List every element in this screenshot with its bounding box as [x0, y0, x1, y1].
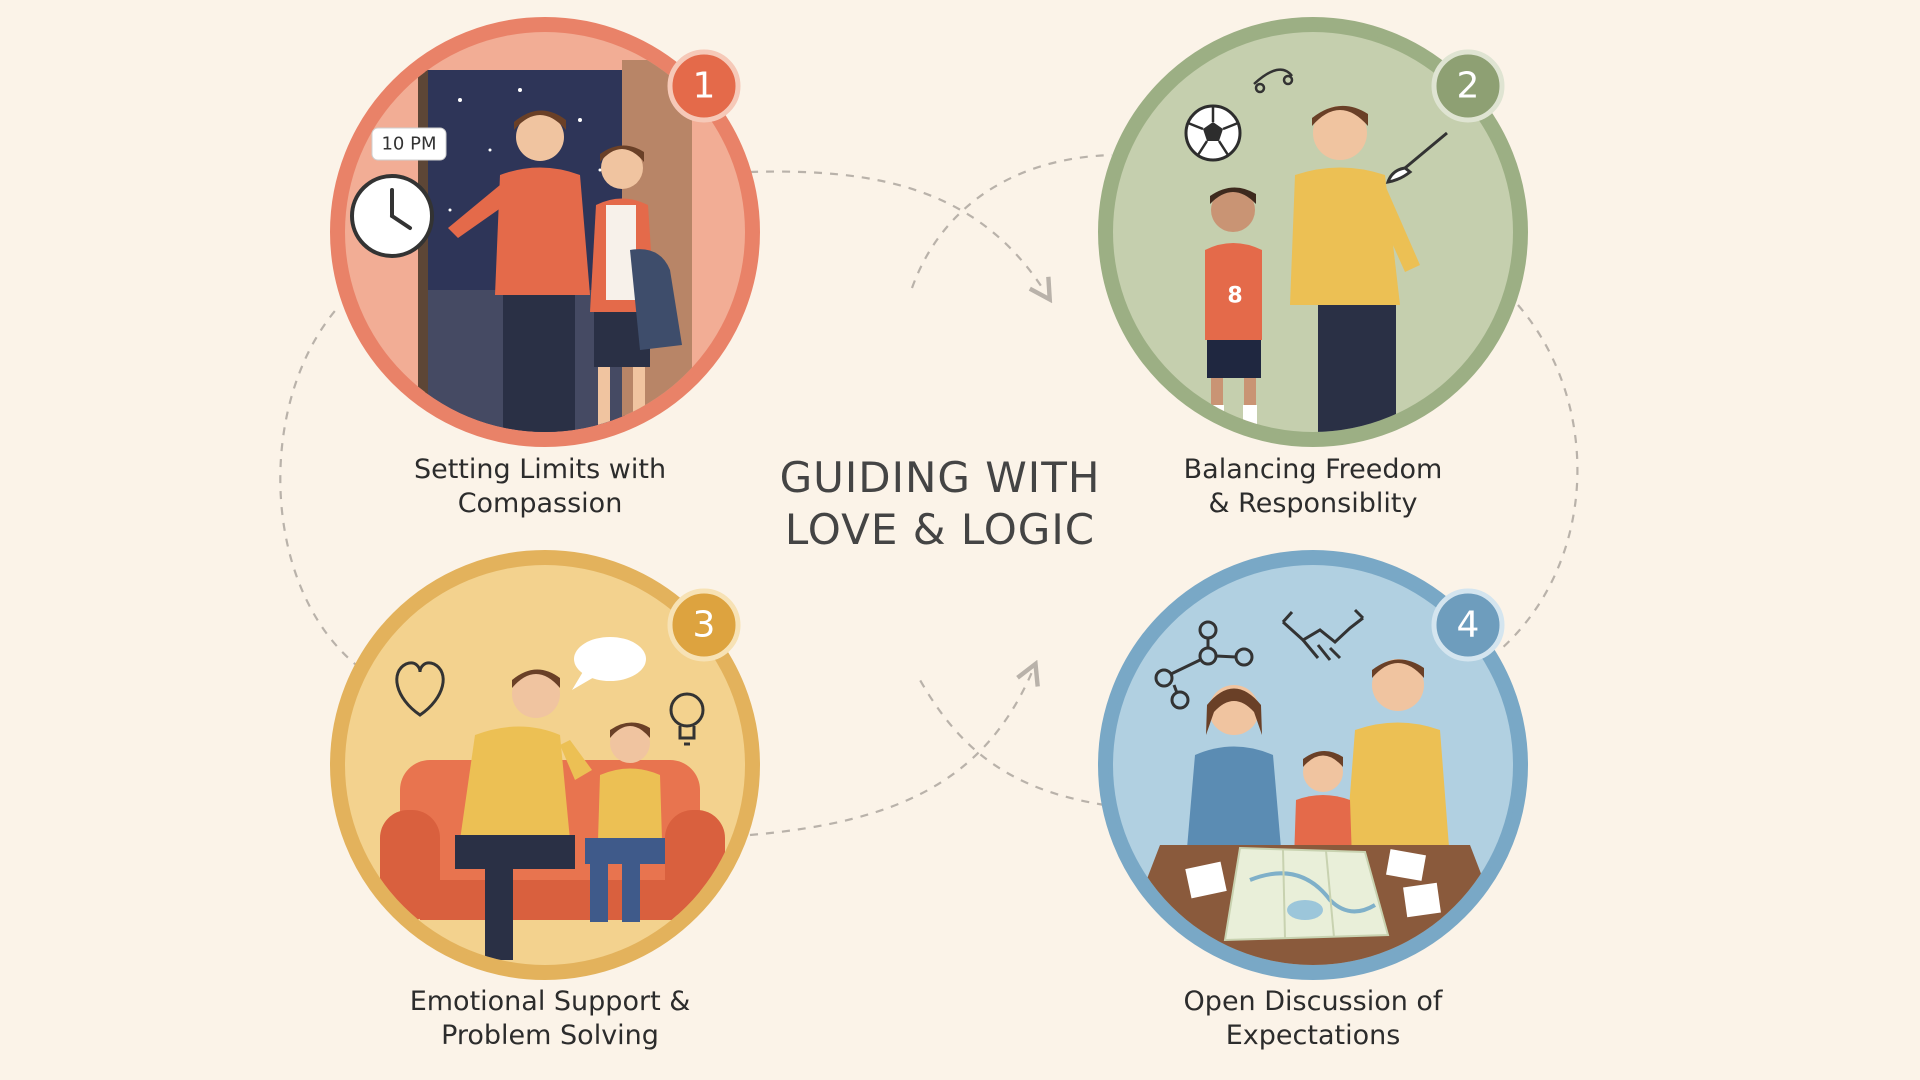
step-1-illustration: 10 PM 1 — [330, 17, 760, 447]
title-line-2: LOVE & LOGIC — [784, 505, 1096, 554]
map-icon — [1223, 846, 1390, 942]
step-4-caption-line-1: Open Discussion of — [1183, 986, 1443, 1017]
step-4-illustration: 4 — [1098, 550, 1528, 980]
step-3-illustration: 3 — [330, 550, 760, 980]
connector-1-to-2 — [749, 170, 1045, 292]
step-3-caption: Emotional Support & Problem Solving — [320, 985, 780, 1053]
lightbulb-icon — [669, 692, 705, 746]
network-icon — [1154, 620, 1254, 710]
soccer-ball-icon — [1184, 104, 1242, 162]
step-1-number: 1 — [693, 66, 716, 107]
step-3-number: 3 — [693, 605, 716, 646]
step-1-caption-line-2: Compassion — [457, 488, 623, 519]
step-2-caption: Balancing Freedom & Responsiblity — [1083, 453, 1543, 521]
connector-2-to-4 — [1499, 304, 1579, 651]
connector-4-to-3 — [919, 679, 1106, 807]
step-3-badge: 3 — [667, 588, 741, 662]
jersey-number: 8 — [1227, 284, 1242, 309]
step-2-illustration: 8 2 — [1098, 17, 1528, 447]
step-4-number: 4 — [1457, 605, 1480, 646]
time-label-tag: 10 PM — [371, 127, 447, 161]
step-3-caption-line-2: Problem Solving — [441, 1020, 659, 1051]
speech-bubble-icon — [572, 637, 646, 690]
step-1-caption-line-1: Setting Limits with — [413, 454, 667, 485]
cycle-connectors — [279, 153, 1579, 837]
title-line-1: GUIDING WITH — [779, 453, 1101, 502]
step-3-caption-line-1: Emotional Support & — [409, 986, 691, 1017]
step-2-badge: 2 — [1431, 49, 1505, 123]
skateboard-icon — [1253, 68, 1294, 94]
step-2-caption-line-2: & Responsiblity — [1208, 488, 1418, 519]
paintbrush-icon — [1385, 131, 1448, 184]
connector-2-curve — [910, 153, 1113, 289]
step-4-badge: 4 — [1431, 588, 1505, 662]
time-label: 10 PM — [381, 134, 436, 155]
connector-3-to-center — [749, 672, 1032, 837]
handshake-icon — [1281, 608, 1365, 661]
clock-icon — [350, 174, 434, 258]
step-2-number: 2 — [1457, 66, 1480, 107]
diagram-title: GUIDING WITH LOVE & LOGIC — [690, 452, 1190, 556]
step-4-caption-line-2: Expectations — [1225, 1020, 1401, 1051]
step-1-caption: Setting Limits with Compassion — [310, 453, 770, 521]
step-1-badge: 1 — [667, 49, 741, 123]
heart-icon — [395, 661, 445, 717]
step-4-caption: Open Discussion of Expectations — [1083, 985, 1543, 1053]
step-2-caption-line-1: Balancing Freedom — [1183, 454, 1443, 485]
connector-3-to-1 — [279, 304, 361, 669]
